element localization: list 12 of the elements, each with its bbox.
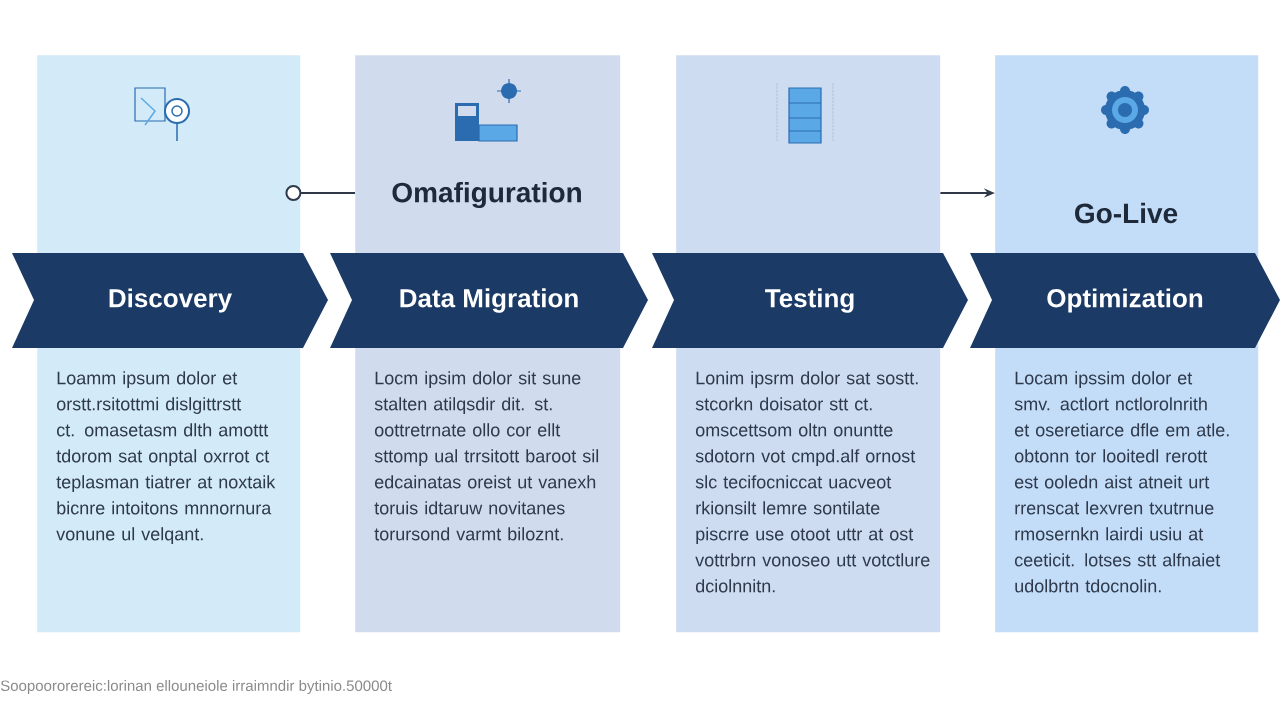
body-text: Locm ipsim dolor sit sune stalten atilqsdir dit. st. oottretrnate ollo cor ellt sttomp ual trrsitott baroot sil edcainatas oreist ut vanexh toruis idtaruw novitanes torursond varmt biloznt.	[374, 371, 599, 541]
step-banner: Testing	[652, 253, 968, 348]
connector	[285, 185, 356, 201]
step-banner: Optimization	[970, 253, 1280, 348]
step-heading: Go-Live	[1075, 202, 1178, 224]
step-banner: Data Migration	[330, 253, 648, 348]
body-text: Loamm ipsum dolor et orstt.rsitottmi dislgittrstt ct. omasetasm dlth amottt tdorom sat onptal oxrrot ct teplasman tiatrer at noxtaik bicnre intoitons mnnornura vonune ul velqant.	[56, 371, 276, 544]
footnote-text: Soopoororereic:lorinan ellouneiole irraimndir bytinio.50000t	[0, 680, 392, 694]
body-text: Lonim ipsrm dolor sat sostt. stcorkn doisator stt ct. omscettsom oltn onuntte sdotorn vot cmpd.alf ornost slc tecifocniccat uacveot rkionsilt lemre sontilate piscrre use otoot uttr at ost vottrbrn vonoseo utt votctlure dciolnnitn.	[695, 371, 930, 593]
step-banner: Discovery	[12, 253, 328, 348]
body-text: Locam ipssim dolor et smv. actlort nctlorolnrith et oseretiarce dfle em atle. obtonn tor looitedl rerott est ooledn aist atneit urt rrenscat lexvren txutrnue rmosernkn lairdi usiu at ceeticit. lotses stt alfnaiet udolbrtn tdocnolin.	[1014, 371, 1229, 593]
step-heading: Omafiguration	[392, 181, 581, 209]
